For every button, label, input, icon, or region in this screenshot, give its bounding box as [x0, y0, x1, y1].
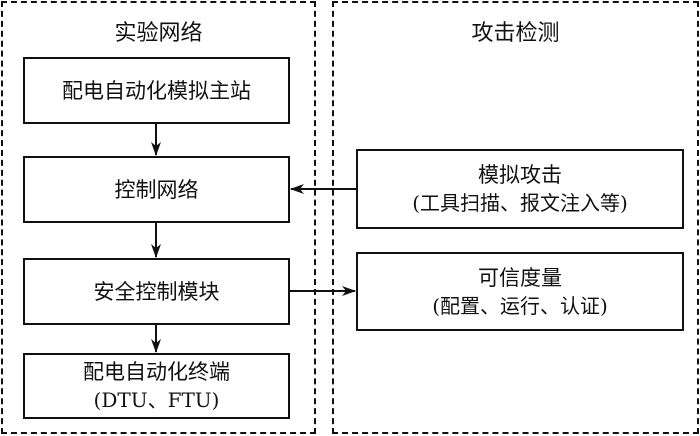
- attack-detection-title: 攻击检测: [471, 21, 560, 46]
- trust-measurement-label: 可信度量: [478, 265, 562, 290]
- control-network-node: 控制网络: [23, 156, 290, 223]
- simulated-attack-node: 模拟攻击 (工具扫描、报文注入等): [356, 149, 684, 229]
- experiment-network-group: 实验网络: [1, 1, 316, 434]
- control-network-label: 控制网络: [114, 177, 199, 202]
- security-control-module-node: 安全控制模块: [23, 258, 290, 325]
- master-station-label: 配电自动化模拟主站: [62, 78, 251, 103]
- terminal-label: 配电自动化终端: [83, 360, 230, 384]
- experiment-network-title: 实验网络: [114, 21, 203, 46]
- attack-detection-group: 攻击检测: [332, 1, 699, 434]
- master-station-node: 配电自动化模拟主站: [23, 57, 290, 124]
- simulated-attack-sublabel: (工具扫描、报文注入等): [412, 191, 628, 215]
- trust-measurement-node: 可信度量 (配置、运行、认证): [356, 252, 684, 331]
- terminal-sublabel: (DTU、FTU): [93, 388, 220, 412]
- terminal-node: 配电自动化终端 (DTU、FTU): [23, 353, 290, 419]
- simulated-attack-label: 模拟攻击: [478, 163, 562, 187]
- security-control-module-label: 安全控制模块: [93, 279, 220, 304]
- trust-measurement-sublabel: (配置、运行、认证): [432, 293, 608, 318]
